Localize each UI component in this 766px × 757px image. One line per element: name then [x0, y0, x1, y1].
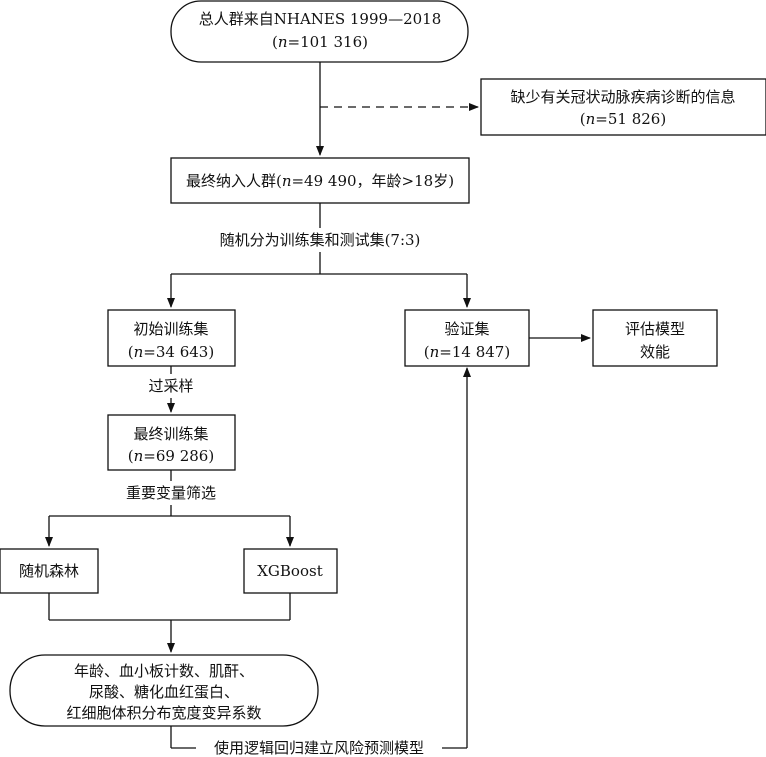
node-xgb-title: XGBoost: [257, 562, 322, 580]
node-rf-title: 随机森林: [19, 562, 79, 580]
node-validation-count: (n=14 847): [424, 343, 510, 361]
node-variables-line3: 红细胞体积分布宽度变异系数: [66, 704, 261, 722]
node-eval: 评估模型 效能: [592, 309, 718, 367]
n-symbol: n: [134, 447, 144, 465]
node-final-text: 最终纳入人群(n=49 490，年龄>18岁): [186, 172, 454, 190]
edge-label-feature-selection: 重要变量筛选: [126, 484, 216, 502]
node-variables-line1: 年龄、血小板计数、肌酐、: [74, 662, 254, 680]
node-total-count: (n=101 316): [272, 33, 368, 51]
node-train-init-count-value: =34 643: [143, 343, 208, 361]
node-final-shape: [170, 157, 470, 204]
connectors: [45, 62, 591, 749]
node-validation: 验证集 (n=14 847): [404, 309, 530, 367]
node-train-init-shape: [107, 309, 236, 367]
node-validation-shape: [404, 309, 530, 367]
node-train-init: 初始训练集 (n=34 643): [107, 309, 236, 367]
node-excluded-count: (n=51 826): [580, 110, 666, 128]
n-symbol: n: [586, 110, 596, 128]
node-eval-shape: [592, 309, 718, 367]
node-xgb-shape: [243, 548, 338, 594]
node-eval-line1: 评估模型: [625, 320, 685, 338]
node-train-init-title: 初始训练集: [133, 320, 208, 338]
node-final: 最终纳入人群(n=49 490，年龄>18岁): [170, 157, 470, 204]
node-total-shape: [170, 0, 469, 63]
node-total-count-value: =101 316: [288, 33, 363, 51]
node-train-final-shape: [107, 414, 236, 471]
node-train-final: 最终训练集 (n=69 286): [107, 414, 236, 471]
node-rf-shape: [0, 548, 99, 594]
edge-label-oversample: 过采样: [148, 377, 193, 395]
node-variables-line2: 尿酸、糖化血红蛋白、: [89, 683, 239, 701]
node-excluded-shape: [480, 78, 766, 136]
n-symbol: n: [278, 33, 288, 51]
node-validation-title: 验证集: [444, 320, 489, 338]
node-eval-line2: 效能: [640, 343, 670, 361]
node-variables-shape: [9, 654, 319, 727]
node-validation-count-value: =14 847: [439, 343, 504, 361]
node-train-init-count: (n=34 643): [128, 343, 214, 361]
n-symbol: n: [282, 172, 292, 190]
node-variables: 年龄、血小板计数、肌酐、 尿酸、糖化血红蛋白、 红细胞体积分布宽度变异系数: [9, 654, 319, 727]
node-train-final-title: 最终训练集: [133, 425, 208, 443]
node-xgb: XGBoost: [243, 548, 338, 594]
node-total-title: 总人群来自NHANES 1999—2018: [199, 10, 442, 28]
node-total: 总人群来自NHANES 1999—2018 (n=101 316): [170, 0, 469, 63]
node-final-pre: 最终纳入人群(: [186, 172, 282, 190]
n-symbol: n: [430, 343, 440, 361]
node-train-final-count-value: =69 286: [143, 447, 208, 465]
node-excluded-title: 缺少有关冠状动脉疾病诊断的信息: [510, 88, 735, 106]
node-excluded-count-value: =51 826: [595, 110, 660, 128]
edge-label-split: 随机分为训练集和测试集(7:3): [220, 231, 421, 249]
n-symbol: n: [134, 343, 144, 361]
node-train-final-count: (n=69 286): [128, 447, 214, 465]
node-rf: 随机森林: [0, 548, 99, 594]
edge-label-logistic: 使用逻辑回归建立风险预测模型: [214, 739, 424, 757]
node-final-post: =49 490，年龄>18岁): [291, 172, 454, 190]
node-excluded: 缺少有关冠状动脉疾病诊断的信息 (n=51 826): [480, 78, 766, 136]
